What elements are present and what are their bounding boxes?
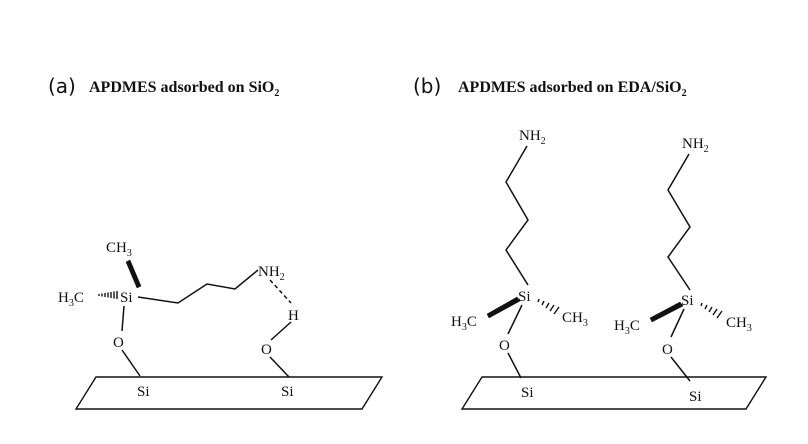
panel-b-h3c-left: H3C bbox=[451, 314, 477, 333]
panel-b-hashed-bond-right bbox=[700, 302, 723, 319]
panel-a-wedge-bond bbox=[125, 259, 142, 289]
panel-a-h-o-bond bbox=[270, 321, 292, 341]
panel-a-si: Si bbox=[120, 290, 133, 306]
panel-a-title: APDMES adsorbed on SiO2 bbox=[89, 79, 279, 99]
panel-b-h3c-right: H3C bbox=[614, 318, 640, 337]
panel-a-hydrogen-bond bbox=[269, 279, 292, 304]
panel-a-o-si-bond-right bbox=[269, 356, 290, 378]
panel-a-surface bbox=[74, 376, 384, 410]
panel-a-nh2: NH2 bbox=[258, 264, 285, 283]
panel-b-propyl-chain-left bbox=[505, 145, 529, 286]
panel-b-si-surface-left: Si bbox=[521, 385, 534, 401]
panel-b-o-si-bond-left bbox=[507, 352, 522, 379]
panel-b-title: APDMES adsorbed on EDA/SiO2 bbox=[458, 79, 687, 99]
panel-b-hashed-bond-left bbox=[537, 298, 560, 315]
panel-a-h3c-left: H3C bbox=[58, 290, 84, 309]
panel-b-propyl-chain-right bbox=[667, 153, 691, 291]
panel-a-h: H bbox=[288, 308, 299, 324]
panel-a-o-left: O bbox=[113, 335, 124, 351]
panel-b-surface bbox=[460, 376, 768, 410]
panel-b-letter: (b) bbox=[413, 74, 441, 98]
panel-a-si-surface-left: Si bbox=[137, 384, 150, 400]
panel-b-si-o-bond-right bbox=[670, 308, 685, 338]
panel-b-o-right: O bbox=[662, 342, 673, 358]
panel-b-o-left: O bbox=[499, 338, 510, 354]
panel-b-si-left: Si bbox=[518, 289, 531, 305]
panel-a-o-right: O bbox=[261, 342, 272, 358]
panel-b-ch3-left: CH3 bbox=[562, 310, 588, 329]
panel-a-hashed-bond bbox=[98, 291, 118, 299]
panel-b-si-surface-right: Si bbox=[689, 389, 702, 405]
panel-b-wedge-bond-right bbox=[649, 301, 684, 323]
panel-b-ch3-right: CH3 bbox=[726, 315, 752, 334]
panel-a-si-surface-right: Si bbox=[281, 384, 294, 400]
panel-b-wedge-bond-left bbox=[486, 296, 521, 319]
panel-a: (a) APDMES adsorbed on SiO2 CH3 H3C Si N… bbox=[48, 74, 384, 410]
panel-b-nh2-right: NH2 bbox=[682, 136, 709, 155]
panel-a-letter: (a) bbox=[48, 74, 76, 98]
panel-a-o-si-bond-left bbox=[121, 349, 141, 377]
panel-b-si-right: Si bbox=[681, 293, 694, 309]
panel-a-si-o-bond bbox=[121, 305, 125, 332]
panel-a-ch3-top: CH3 bbox=[106, 240, 132, 259]
panel-b-nh2-left: NH2 bbox=[519, 128, 546, 147]
panel-b: (b) APDMES adsorbed on EDA/SiO2 NH2 Si H… bbox=[413, 74, 768, 410]
panel-b-si-o-bond-left bbox=[507, 304, 523, 335]
panel-a-propyl-chain bbox=[137, 269, 259, 304]
